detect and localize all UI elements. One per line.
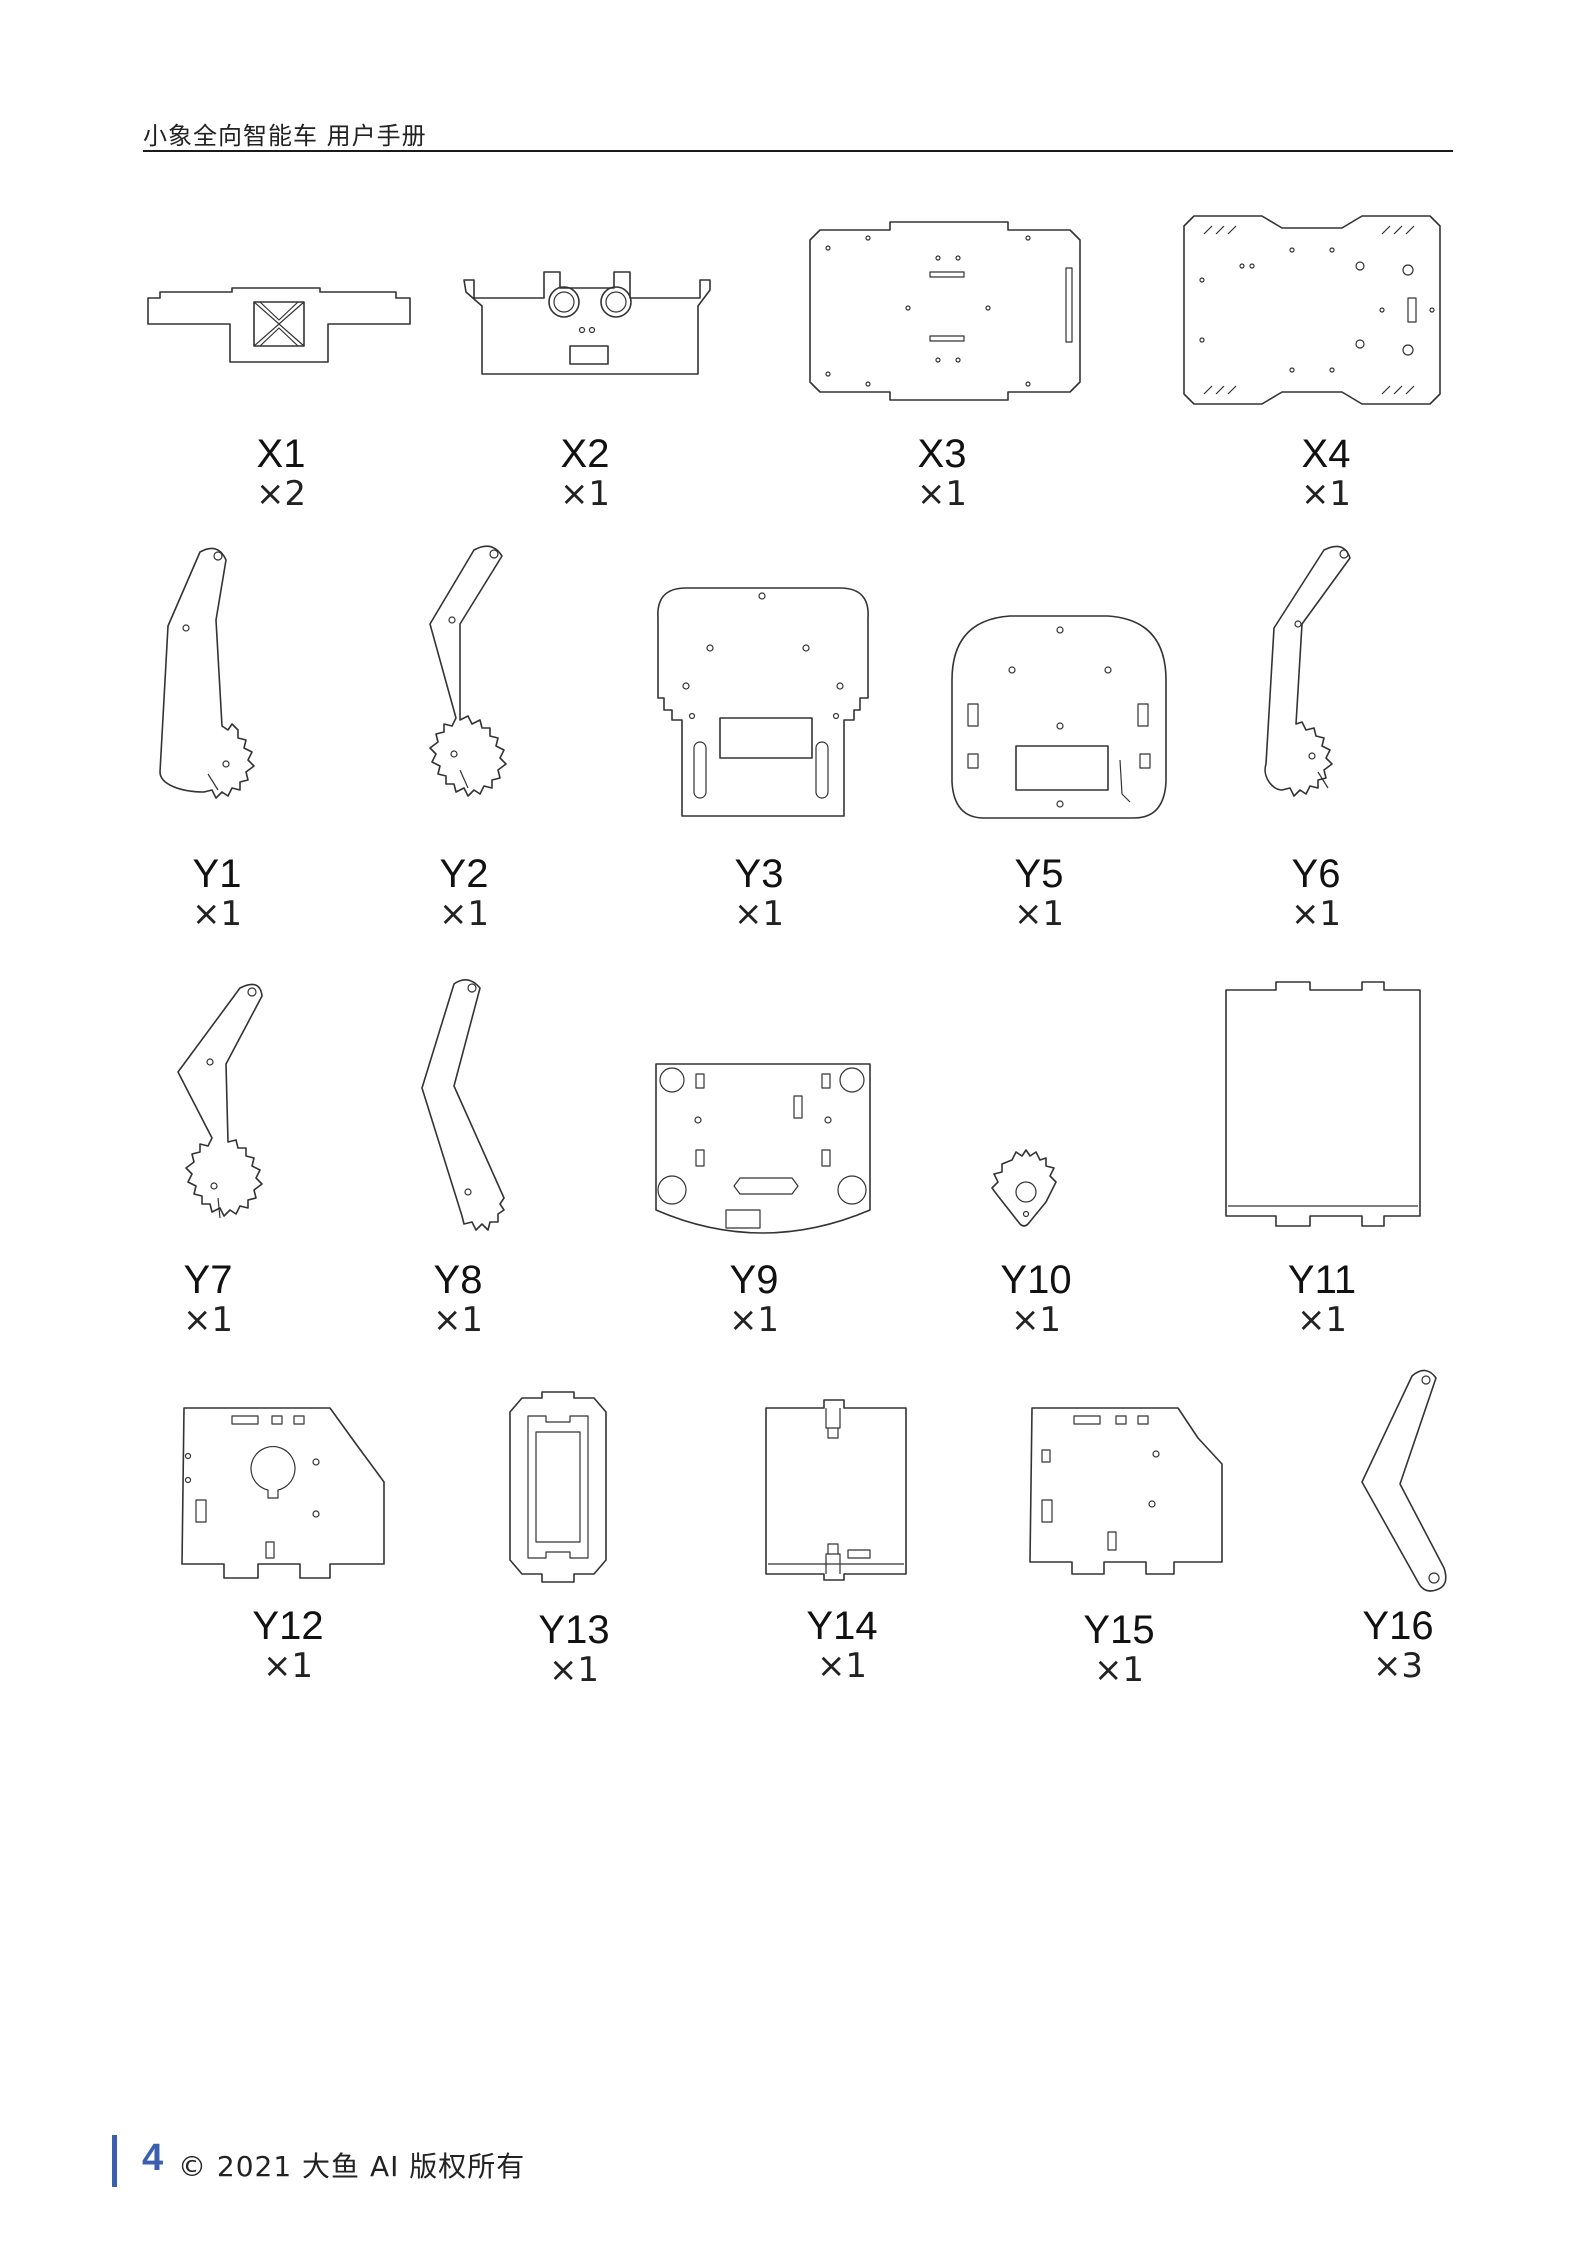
part-code: Y12 — [252, 1604, 324, 1648]
part-code: X1 — [256, 432, 306, 476]
part-y9-label: Y9 ×1 — [654, 1258, 854, 1338]
part-y9-drawing — [652, 1060, 874, 1238]
part-quantity: ×1 — [728, 1300, 780, 1340]
part-code: Y9 — [729, 1258, 779, 1302]
part-code: Y10 — [1000, 1258, 1072, 1302]
part-x2-drawing — [463, 268, 714, 378]
part-x4-drawing — [1182, 210, 1444, 410]
footer-accent-bar — [112, 2135, 117, 2187]
part-y13-label: Y13 ×1 — [474, 1608, 674, 1688]
part-quantity: ×1 — [559, 474, 611, 514]
part-quantity: ×1 — [438, 894, 490, 934]
part-x4-label: X4 ×1 — [1226, 432, 1426, 512]
part-x3-label: X3 ×1 — [842, 432, 1042, 512]
part-quantity: ×1 — [191, 894, 243, 934]
part-y1-drawing — [159, 546, 260, 816]
part-y10-label: Y10 ×1 — [936, 1258, 1136, 1338]
part-y15-drawing — [1028, 1404, 1226, 1578]
part-y12-drawing — [180, 1404, 390, 1582]
part-y2-label: Y2 ×1 — [364, 852, 564, 932]
part-code: Y5 — [1014, 852, 1064, 896]
part-quantity: ×1 — [182, 1300, 234, 1340]
header-title: 小象全向智能车 用户手册 — [143, 122, 427, 150]
part-quantity: ×1 — [1300, 474, 1352, 514]
part-code: Y11 — [1287, 1258, 1357, 1302]
part-code: X2 — [560, 432, 610, 476]
part-y6-label: Y6 ×1 — [1216, 852, 1416, 932]
part-y15-label: Y15 ×1 — [1019, 1608, 1219, 1688]
part-y14-label: Y14 ×1 — [742, 1604, 942, 1684]
part-y1-label: Y1 ×1 — [117, 852, 317, 932]
part-code: Y2 — [439, 852, 489, 896]
part-y5-drawing — [950, 614, 1168, 822]
part-quantity: ×1 — [1290, 894, 1342, 934]
part-y16-label: Y16 ×3 — [1298, 1604, 1498, 1684]
part-y8-drawing — [420, 978, 510, 1234]
part-quantity: ×3 — [1372, 1646, 1424, 1686]
part-y12-label: Y12 ×1 — [188, 1604, 388, 1684]
part-x3-drawing — [808, 218, 1084, 404]
part-quantity: ×1 — [1013, 894, 1065, 934]
part-y11-label: Y11 ×1 — [1222, 1258, 1422, 1338]
part-code: Y15 — [1083, 1608, 1155, 1652]
part-code: X3 — [917, 432, 967, 476]
part-code: Y8 — [433, 1258, 483, 1302]
part-y11-drawing — [1224, 980, 1424, 1234]
part-quantity: ×1 — [1296, 1300, 1348, 1340]
part-quantity: ×1 — [1010, 1300, 1062, 1340]
part-quantity: ×1 — [1093, 1650, 1145, 1690]
part-y16-drawing — [1360, 1368, 1450, 1592]
part-quantity: ×2 — [255, 474, 307, 514]
part-y6-drawing — [1262, 544, 1362, 816]
part-quantity: ×1 — [733, 894, 785, 934]
part-x1-label: X1 ×2 — [181, 432, 381, 512]
header-rule — [143, 150, 1453, 152]
part-code: Y16 — [1362, 1604, 1434, 1648]
part-code: Y13 — [538, 1608, 610, 1652]
part-code: Y3 — [734, 852, 784, 896]
part-code: Y14 — [806, 1604, 878, 1648]
part-code: Y1 — [192, 852, 242, 896]
part-y8-label: Y8 ×1 — [358, 1258, 558, 1338]
part-quantity: ×1 — [816, 1646, 868, 1686]
part-quantity: ×1 — [262, 1646, 314, 1686]
part-y5-label: Y5 ×1 — [939, 852, 1139, 932]
page-footer: 4 © 2021 大鱼 AI 版权所有 — [112, 2135, 712, 2187]
part-y3-label: Y3 ×1 — [659, 852, 859, 932]
part-x1-drawing — [147, 280, 412, 370]
part-y10-drawing — [991, 1149, 1060, 1228]
page-header: 小象全向智能车 用户手册 — [143, 112, 1453, 152]
part-quantity: ×1 — [432, 1300, 484, 1340]
part-y13-drawing — [508, 1390, 608, 1584]
part-quantity: ×1 — [548, 1650, 600, 1690]
part-code: Y6 — [1291, 852, 1341, 896]
part-quantity: ×1 — [916, 474, 968, 514]
page-number: 4 — [142, 2137, 164, 2179]
part-y2-drawing — [398, 544, 518, 814]
part-code: X4 — [1301, 432, 1351, 476]
copyright-text: © 2021 大鱼 AI 版权所有 — [178, 2150, 526, 2183]
part-y7-drawing — [156, 982, 276, 1244]
part-y3-drawing — [656, 587, 870, 822]
part-y14-drawing — [764, 1398, 910, 1582]
part-y7-label: Y7 ×1 — [108, 1258, 308, 1338]
part-code: Y7 — [183, 1258, 233, 1302]
part-x2-label: X2 ×1 — [485, 432, 685, 512]
